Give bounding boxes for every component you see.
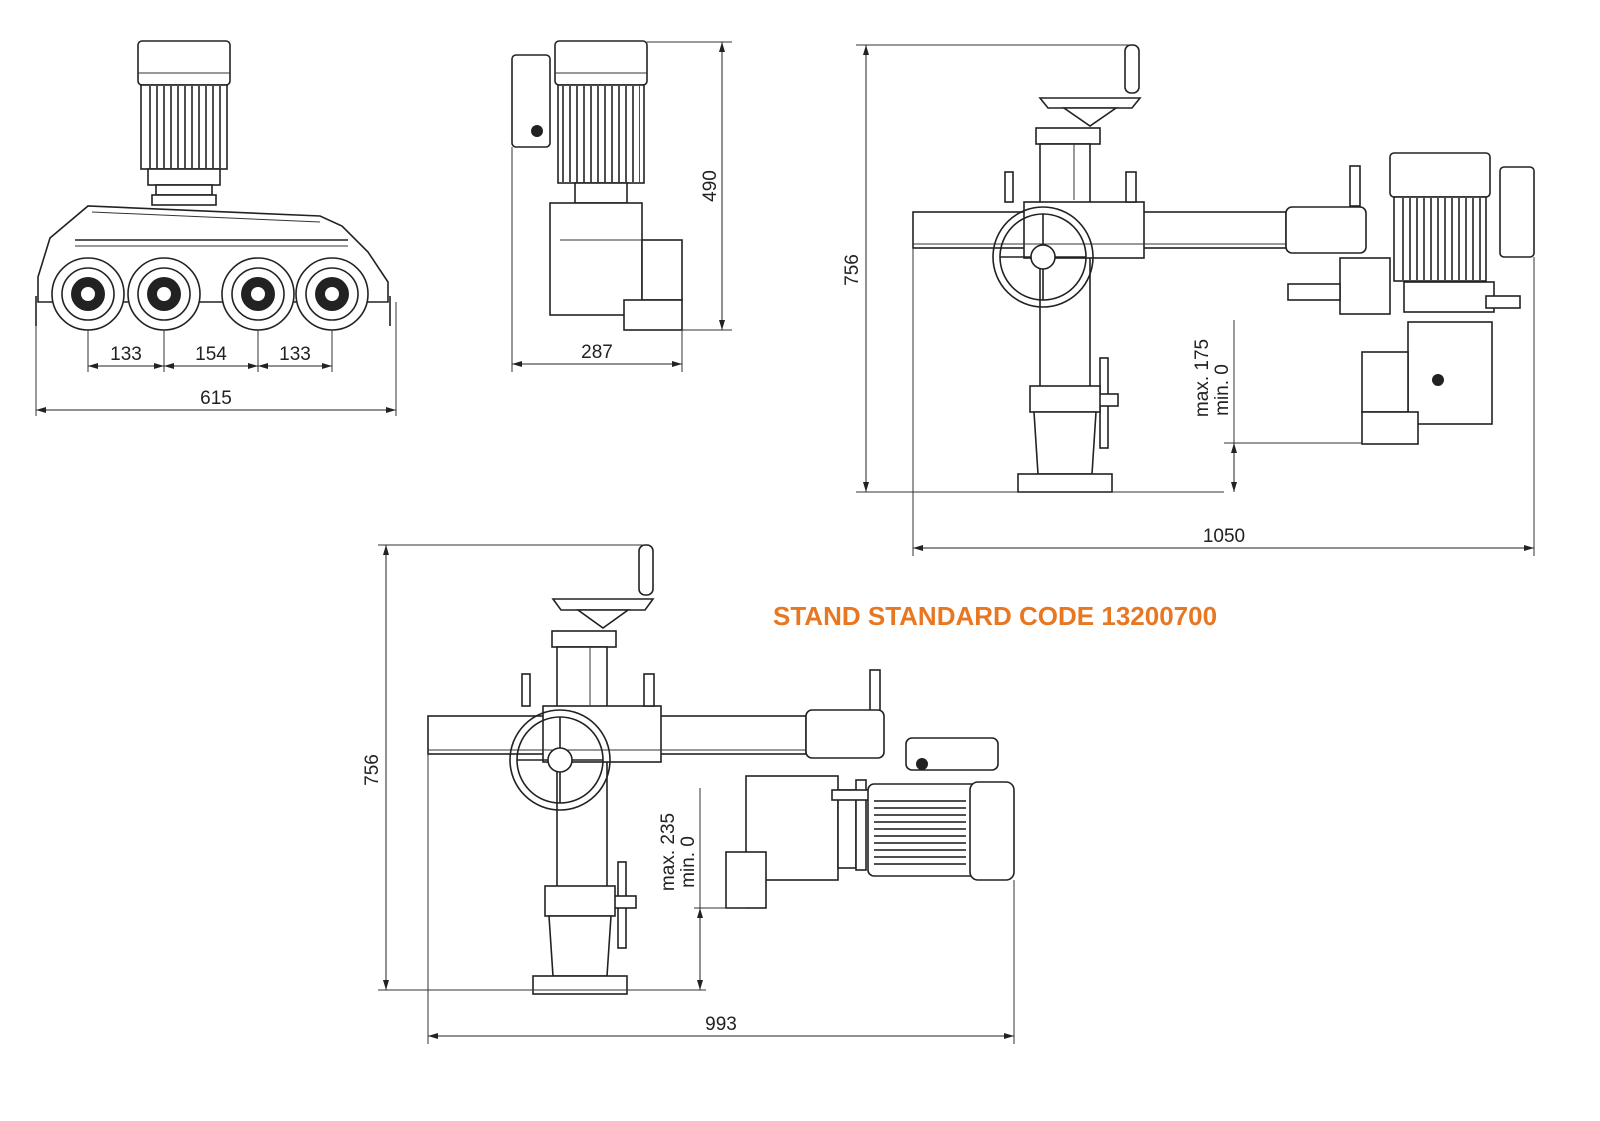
upper-feeder-gearbox [1407,321,1493,425]
upper-stand-view: 756 max. 175 min. 0 1050 [842,44,1535,556]
gearbox [549,202,643,316]
roller-1 [51,257,125,331]
stand-column [1039,143,1091,397]
dim-lower-range-max: max. 235 [658,813,679,891]
dim-side-depth: 287 [581,342,613,363]
dim-upper-width: 1050 [1203,526,1245,547]
motor-icon [137,40,231,206]
roller-3 [221,257,295,331]
handwheel-icon [992,206,1094,308]
front-view: 133 154 133 615 [35,40,397,416]
dim-lower-range-min: min. 0 [678,836,699,888]
dim-spacing-1: 133 [110,344,142,365]
lower-handwheel-icon [509,709,611,811]
dim-upper-range-max: max. 175 [1192,339,1213,417]
switch-box [511,54,551,148]
dim-lower-height: 756 [362,754,383,786]
dim-overall-width: 615 [200,388,232,409]
dim-spacing-2: 154 [195,344,227,365]
side-view: 490 287 [511,40,732,372]
dim-upper-range-min: min. 0 [1212,364,1233,416]
lower-stand-view: 756 max. 235 min. 0 993 [362,544,1015,1044]
dim-side-height: 490 [700,170,721,202]
roller-4 [295,257,369,331]
dim-spacing-3: 133 [279,344,311,365]
page-title: STAND STANDARD CODE 13200700 [773,601,1217,631]
dim-lower-width: 993 [705,1014,737,1035]
dim-upper-height: 756 [842,254,863,286]
roller-2 [127,257,201,331]
